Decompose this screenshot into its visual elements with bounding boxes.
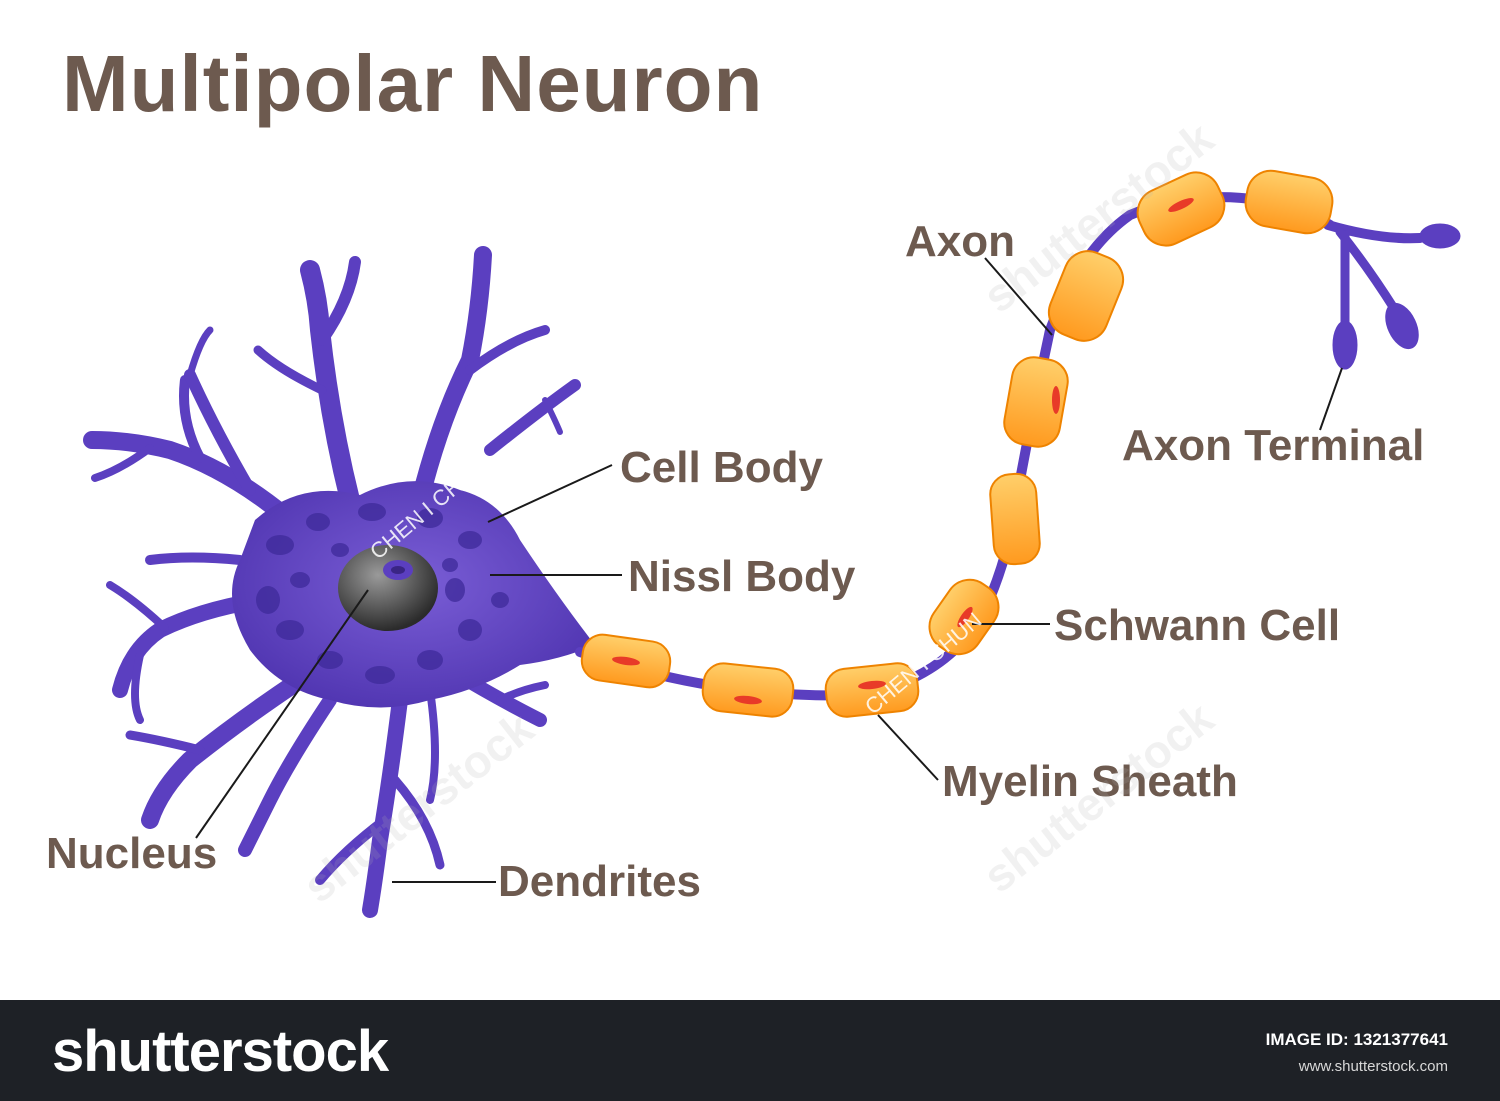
myelin-segment <box>1244 169 1334 235</box>
label-schwann-cell: Schwann Cell <box>1054 601 1341 650</box>
schwann-cell-nuclei <box>612 198 1194 705</box>
footer-bar: shutterstock IMAGE ID: 1321377641 www.sh… <box>0 1000 1500 1101</box>
label-axon-terminal: Axon Terminal <box>1122 421 1425 470</box>
myelin-sheath <box>580 169 1334 718</box>
myelin-segment <box>989 472 1041 566</box>
label-dendrites: Dendrites <box>498 857 701 906</box>
myelin-segment <box>1003 356 1069 448</box>
neuron-diagram <box>83 169 1461 918</box>
myelin-segment <box>1047 250 1125 342</box>
myelin-segment <box>701 662 795 718</box>
leader-lines <box>195 257 1343 883</box>
nucleus <box>338 545 438 631</box>
footer-brand-logo: shutterstock <box>52 1019 389 1084</box>
footer-url: www.shutterstock.com <box>1298 1058 1448 1075</box>
label-axon: Axon <box>905 217 1015 266</box>
label-myelin-sheath: Myelin Sheath <box>942 757 1238 806</box>
footer-image-id: IMAGE ID: 1321377641 <box>1265 1030 1448 1049</box>
dendrites <box>83 246 581 918</box>
label-cell-body: Cell Body <box>620 443 823 492</box>
label-nucleus: Nucleus <box>46 829 218 878</box>
axon-terminal <box>1323 220 1461 370</box>
myelin-segment <box>824 662 920 718</box>
diagram-title: Multipolar Neuron <box>62 39 764 128</box>
nissl-bodies <box>256 503 509 684</box>
label-nissl-body: Nissl Body <box>628 552 856 601</box>
